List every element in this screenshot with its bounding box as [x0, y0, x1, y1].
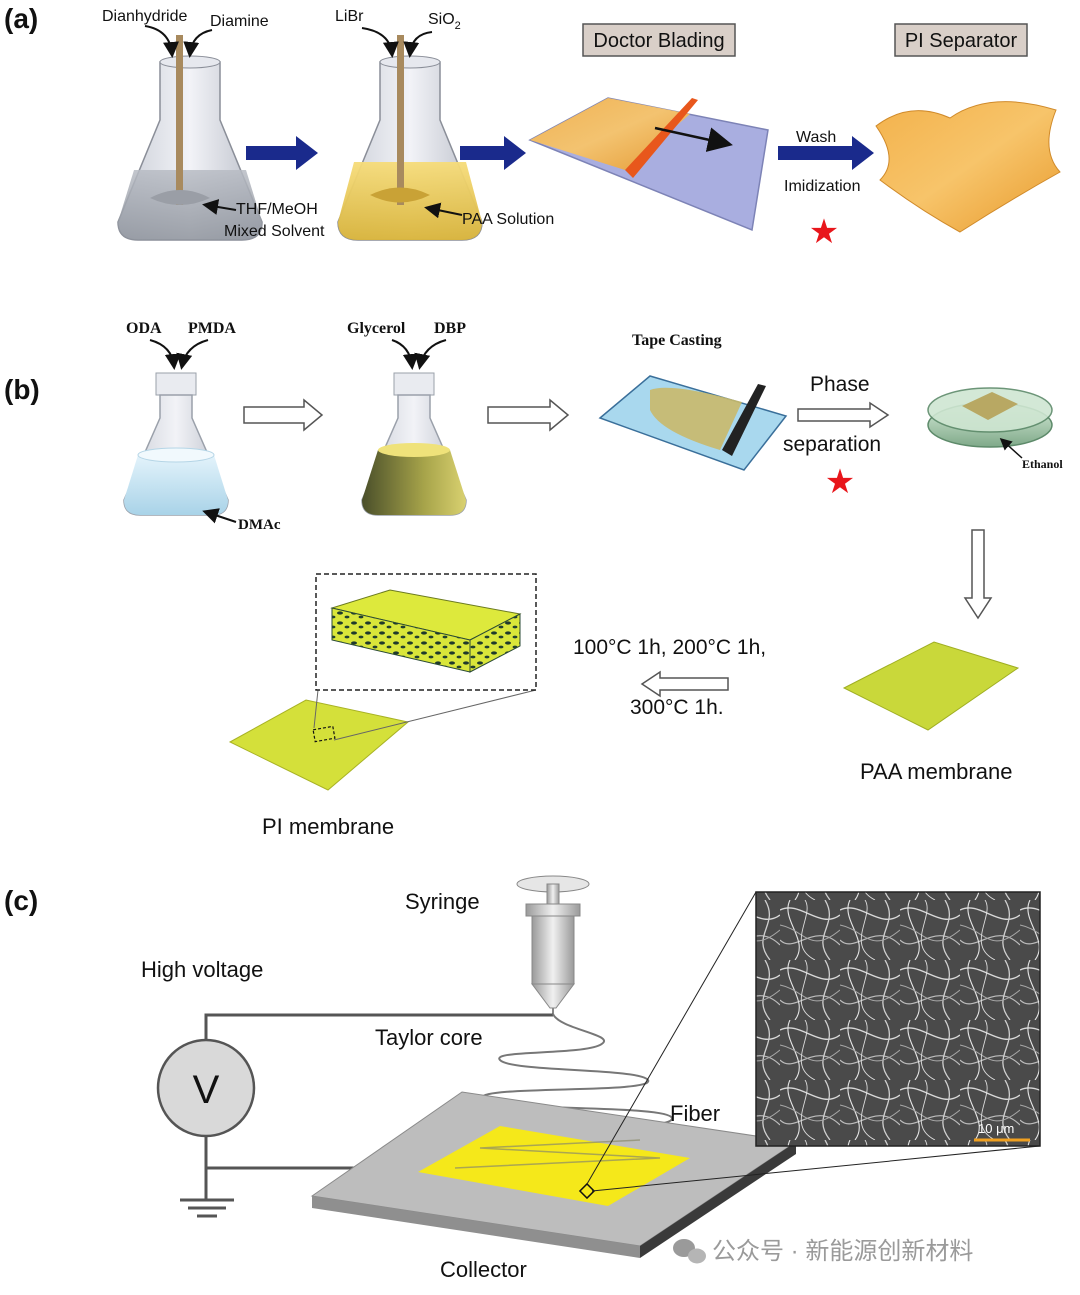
wash-label: Wash: [796, 129, 836, 146]
flask-2-a: [337, 35, 483, 241]
flask-2-b: [361, 372, 467, 516]
flow-arrow-b4: [963, 529, 993, 620]
reagent-dbp: DBP: [434, 320, 466, 337]
reagent-sio2: SiO2: [428, 11, 461, 32]
reagent-oda: ODA: [126, 320, 162, 337]
tape-casting-plate: [598, 375, 788, 471]
voltmeter-label: V: [193, 1068, 220, 1112]
ethanol-label: Ethanol: [1022, 457, 1063, 471]
pi-membrane-zoom-spot: [312, 725, 336, 743]
flow-arrow-b1: [243, 398, 324, 432]
reagent-diamine: Diamine: [210, 13, 269, 30]
petri-dish: [927, 387, 1053, 448]
flow-arrow-a1: [246, 136, 318, 170]
reagent-pmda: PMDA: [188, 320, 236, 337]
heating-conditions-line2: 300°C 1h.: [630, 696, 724, 719]
imidization-label: Imidization: [784, 178, 860, 195]
pi-separator-film: [875, 101, 1061, 233]
flask-1-b: [123, 372, 229, 516]
pi-separator-box: [894, 23, 1028, 57]
dmac-label: DMAc: [238, 517, 281, 533]
fiber-label: Fiber: [670, 1101, 720, 1126]
panel-c-label: (c): [4, 885, 38, 916]
separation-label: separation: [783, 433, 881, 456]
solvent-label-line1: THF/MeOH: [236, 201, 318, 218]
taylor-core-label: Taylor core: [375, 1025, 483, 1050]
phase-label: Phase: [810, 373, 870, 396]
doctor-blading-box: [582, 23, 736, 57]
syringe-label: Syringe: [405, 889, 480, 914]
high-voltage-label: High voltage: [141, 957, 263, 982]
watermark-text: 公众号 · 新能源创新材料: [712, 1238, 973, 1265]
collector-label: Collector: [440, 1257, 527, 1282]
tape-casting-label: Tape Casting: [632, 332, 722, 349]
pi-separator-label: PI Separator: [905, 30, 1018, 52]
sem-fiber-image: [755, 891, 1041, 1147]
scale-bar-label: 10 μm: [978, 1121, 1014, 1136]
solvent-label-line2: Mixed Solvent: [224, 223, 325, 240]
paa-membrane-sheet: [842, 641, 1020, 731]
pi-membrane-sheet: [228, 699, 410, 791]
collector-zoom-spot: [578, 1182, 596, 1200]
flow-arrow-b2: [487, 398, 570, 432]
flow-arrow-a3: [778, 136, 874, 170]
reagent-sio2-subscript: 2: [455, 20, 461, 32]
reagent-sio2-base: SiO: [428, 11, 455, 28]
star-icon-b: ★: [825, 464, 855, 501]
circuit-wire-top: [204, 1013, 553, 1048]
wechat-icon: [673, 1239, 706, 1264]
flow-arrow-b5: [640, 670, 729, 698]
collector-plate: [310, 1091, 798, 1258]
doctor-blading-label: Doctor Blading: [593, 30, 724, 52]
pi-membrane-label: PI membrane: [262, 814, 394, 839]
paa-membrane-label: PAA membrane: [860, 759, 1012, 784]
reagent-libr: LiBr: [335, 8, 364, 25]
panel-a-label: (a): [4, 3, 38, 34]
doctor-blading-plate: [528, 97, 769, 232]
heating-conditions-line1: 100°C 1h, 200°C 1h,: [573, 636, 766, 659]
flow-arrow-b3: [797, 401, 890, 429]
paa-solution-label: PAA Solution: [462, 211, 554, 228]
panel-b-label: (b): [4, 374, 40, 405]
flask-1-a: [117, 35, 263, 241]
porous-structure-image: [330, 589, 522, 673]
flow-arrow-a2: [460, 136, 526, 170]
star-icon-a: ★: [809, 214, 839, 251]
reagent-glycerol: Glycerol: [347, 320, 406, 337]
ground-icon: [180, 1198, 234, 1218]
reagent-dianhydride: Dianhydride: [102, 8, 187, 25]
syringe-icon: [516, 875, 590, 1014]
